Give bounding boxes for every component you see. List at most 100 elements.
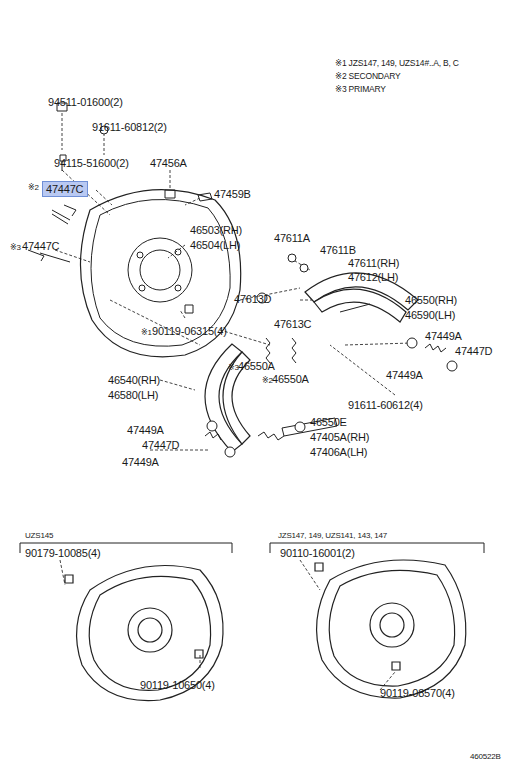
part-number: 47612(LH) (348, 271, 398, 283)
note-text: ※1 JZS147, 149, UZS14#..A, B, C (335, 58, 459, 69)
backing-plate (128, 238, 192, 302)
part-number: 46580(LH) (108, 389, 158, 401)
leader-line (180, 310, 185, 318)
bolt (185, 305, 193, 313)
part-number: 94511-01600(2) (48, 96, 123, 108)
note-text: ※3 PRIMARY (335, 84, 386, 95)
part-number: 46550(RH) (405, 294, 457, 306)
dust-shield (329, 570, 454, 686)
dust-shield (89, 576, 210, 690)
washer (407, 338, 417, 348)
part-number: 47613D (234, 293, 271, 305)
backing-plate (64, 205, 76, 216)
spring (292, 338, 296, 363)
part-number: 47449A (127, 424, 164, 436)
backing-plate (140, 250, 180, 290)
leader-line (345, 343, 412, 345)
note-mark: ※3 (228, 363, 239, 373)
part-number: 94115-51600(2) (54, 157, 129, 169)
diagram-code: 460522B (470, 752, 501, 762)
spring (205, 304, 446, 440)
leader-line (110, 300, 200, 345)
brake-shoe (314, 289, 406, 322)
dust-shield (317, 560, 466, 698)
dust-shield (195, 650, 203, 658)
spring (340, 304, 370, 312)
part-number: 47611B (320, 244, 356, 256)
dust-shield (65, 560, 466, 701)
part-number: 47449A (386, 369, 423, 381)
bolt (165, 190, 175, 198)
part-number: 47613C (274, 318, 311, 330)
washer (288, 254, 296, 262)
note-text: ※2 SECONDARY (335, 71, 401, 82)
leader-line (220, 330, 270, 345)
part-number: 90119-08570(4) (380, 687, 455, 699)
backing-plate (52, 210, 70, 220)
dust-shield (315, 563, 323, 571)
washer (300, 264, 308, 272)
brake-shoe (205, 273, 418, 452)
part-number: 46550A (238, 360, 275, 372)
backing-plate (175, 249, 181, 255)
part-number: 47611(RH) (348, 257, 399, 269)
leader-line (55, 250, 90, 262)
dust-shield (380, 613, 404, 637)
backing-plate (91, 199, 230, 346)
highlighted-part-number: 47447C (42, 181, 88, 197)
part-number: 91611-60812(2) (92, 121, 167, 133)
leader-line (62, 108, 63, 150)
dust-shield (65, 575, 73, 583)
part-number: 47406A(LH) (310, 446, 367, 458)
leader-line (104, 133, 105, 155)
part-number: 47447C (22, 240, 59, 252)
part-number: 47456A (150, 157, 187, 169)
backing-plate (139, 285, 145, 291)
adjuster (295, 422, 305, 432)
backing-plate (80, 190, 240, 357)
backing-plate (175, 285, 181, 291)
backing-plate (52, 214, 68, 224)
dust-shield (138, 618, 162, 642)
spring (258, 432, 284, 440)
note-mark: ※2 (262, 376, 273, 386)
note-mark: ※1 (141, 328, 152, 338)
part-number: 46550A (272, 373, 309, 385)
dust-shield (128, 608, 172, 652)
backing-plate (137, 252, 143, 258)
model-note: UZS145 (25, 531, 53, 541)
dust-shield (392, 662, 400, 670)
dust-shield (370, 603, 414, 647)
part-number: 46550E (310, 416, 347, 428)
model-note: JZS147, 149, UZS141, 143, 147 (278, 531, 387, 541)
washer (225, 447, 235, 457)
part-number: 47447C (46, 183, 84, 195)
washer (207, 254, 457, 457)
note-mark: ※2 (28, 183, 39, 193)
leader-line (160, 380, 195, 390)
part-number: 47447D (142, 439, 179, 451)
part-number: 90119-06315(4) (152, 325, 227, 337)
spring (205, 432, 221, 440)
part-number: 91611-60612(4) (348, 399, 423, 411)
part-number: 47405A(RH) (310, 431, 369, 443)
part-number: 47611A (274, 232, 310, 244)
leader-line (300, 560, 320, 590)
part-number: 90110-16001(2) (280, 547, 355, 559)
part-number: 46504(LH) (190, 239, 240, 251)
dust-shield (77, 566, 224, 701)
part-number: 46503(RH) (190, 224, 242, 236)
part-number: 46590(LH) (405, 309, 455, 321)
backing-plate (40, 253, 70, 262)
part-number: 47459B (214, 188, 251, 200)
part-number: 47447D (455, 345, 492, 357)
washer (447, 361, 457, 371)
bolt (57, 103, 212, 313)
washer (207, 421, 217, 431)
spring (266, 338, 270, 363)
leader-line (170, 170, 171, 190)
part-number: 46540(RH) (108, 374, 160, 386)
leader-line (60, 560, 65, 585)
leader-line (330, 345, 395, 395)
